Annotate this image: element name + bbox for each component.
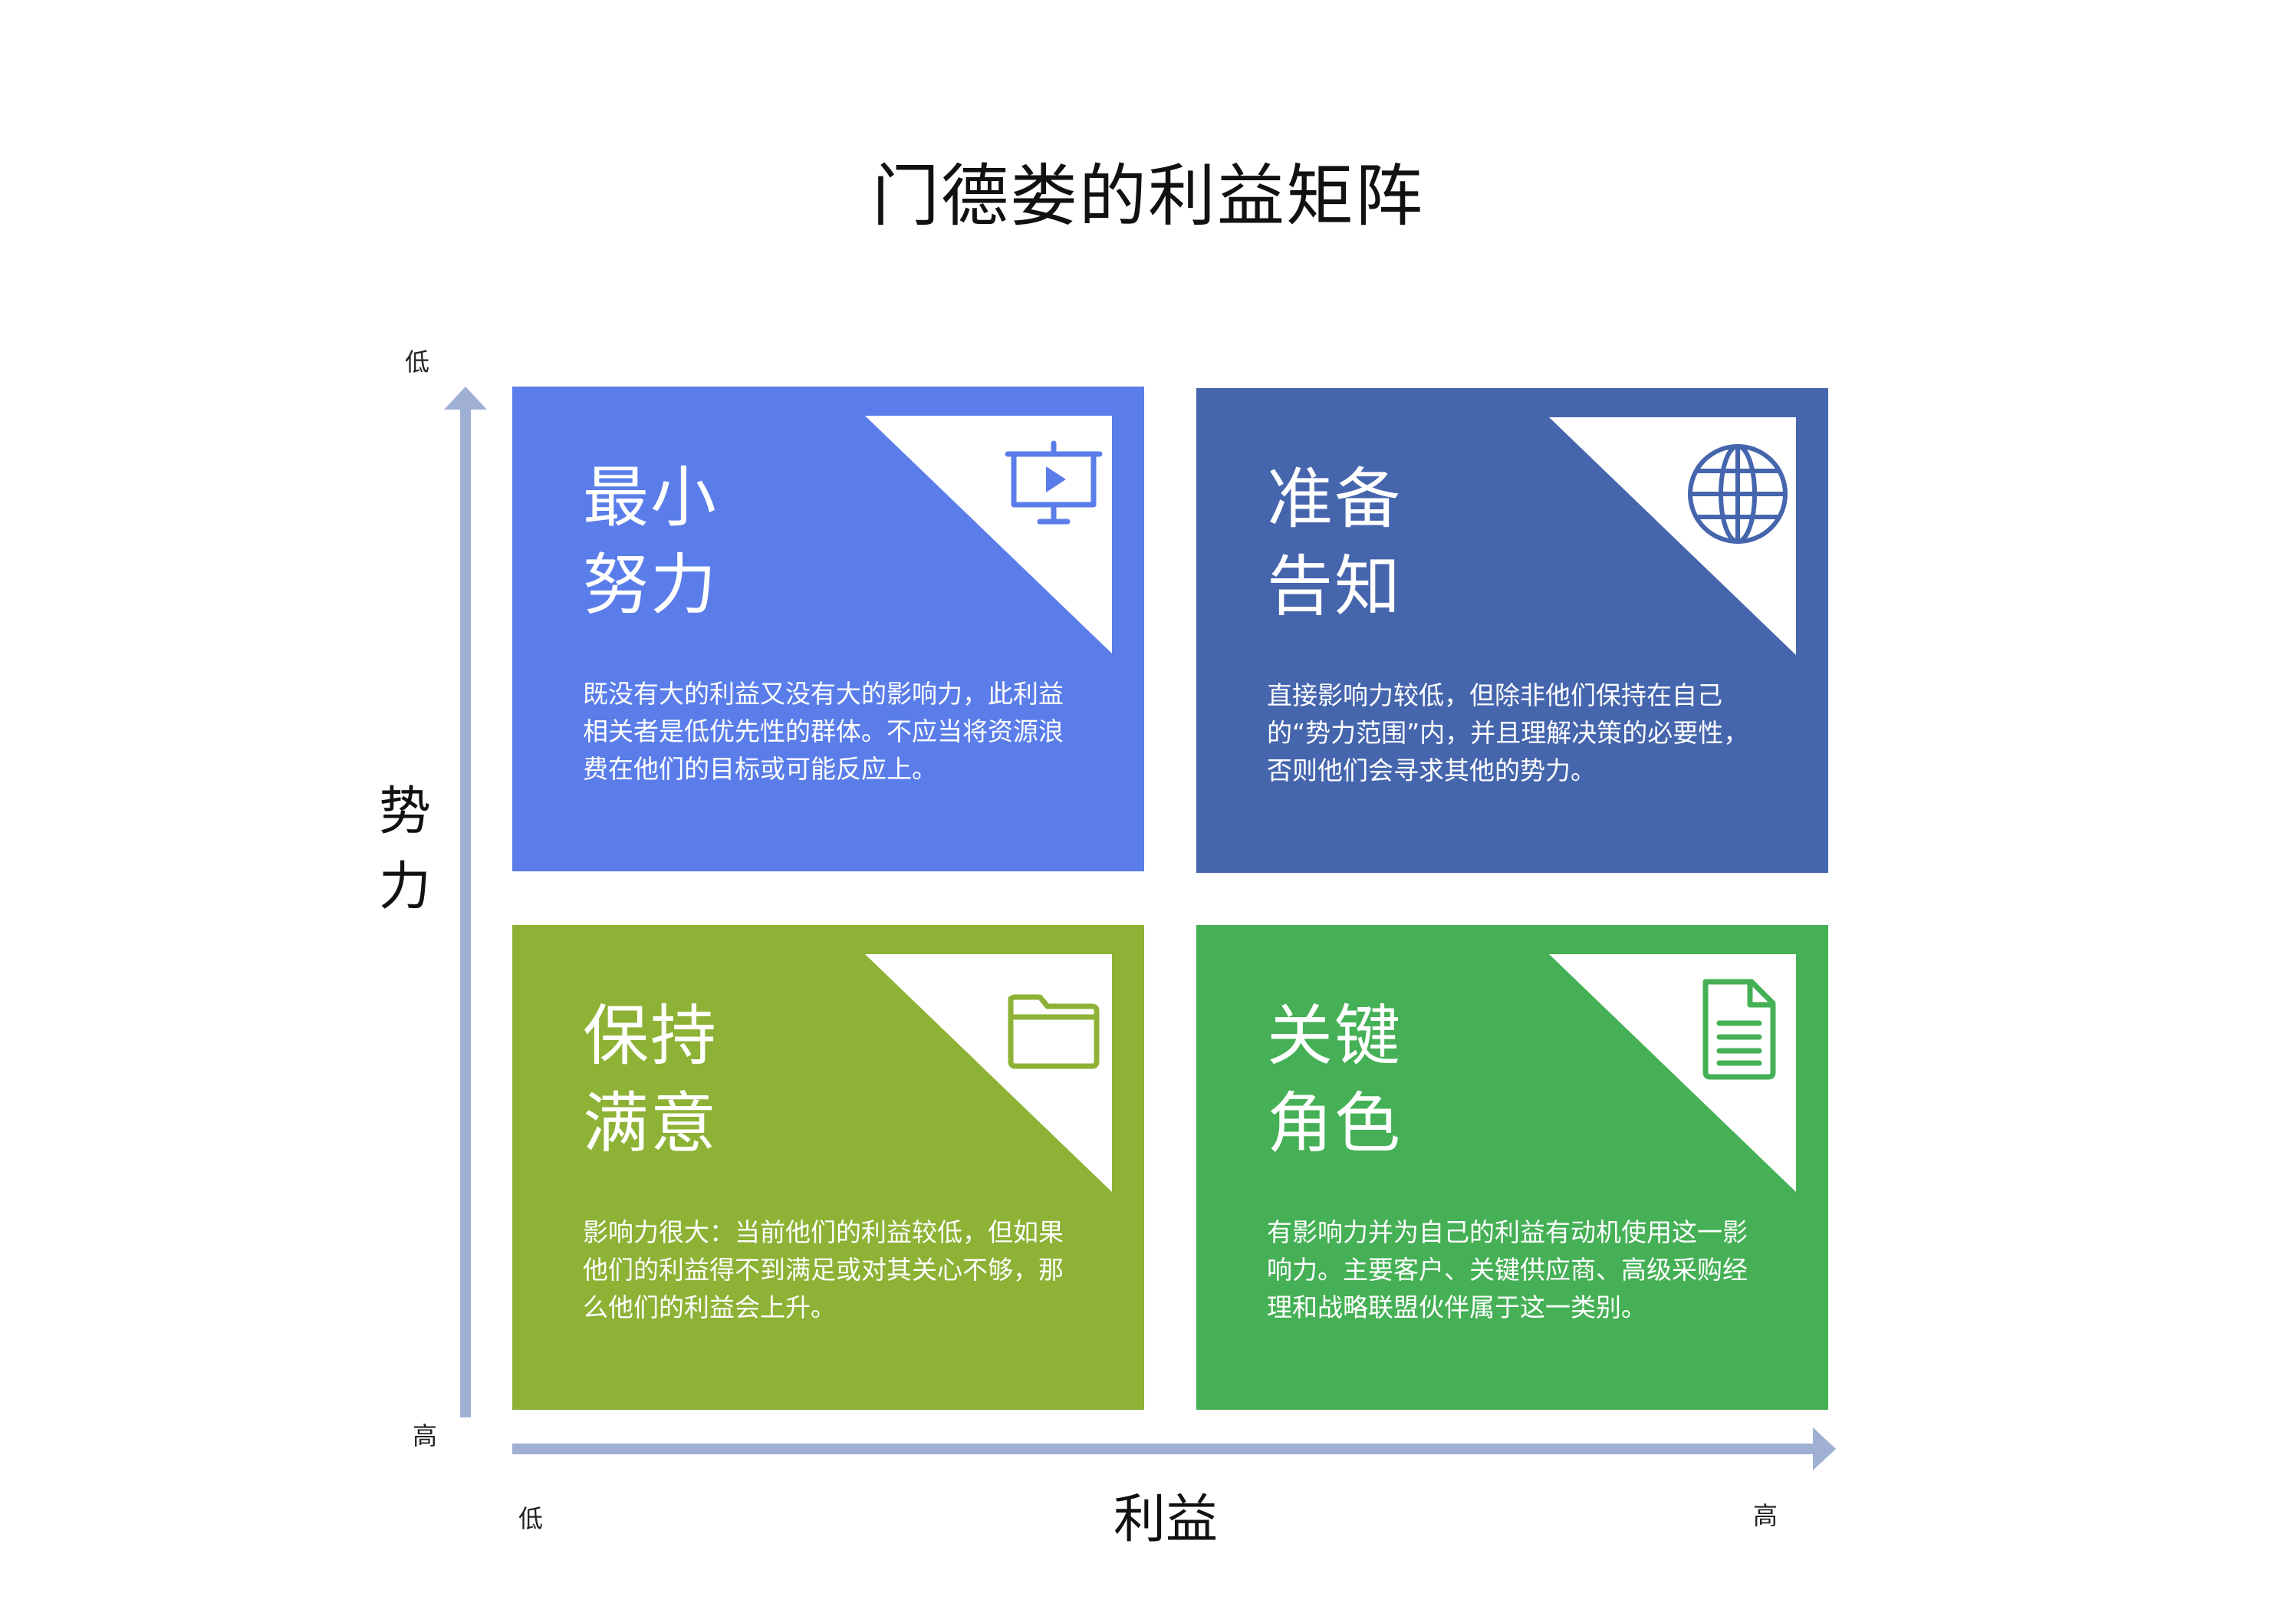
x-axis-title: 利益 [1113,1490,1218,1550]
x-axis-line [512,1444,1816,1454]
quadrant-description: 有影响力并为自己的利益有动机使用这一影响力。主要客户、关键供应商、高级采购经理和… [1267,1217,1748,1322]
quadrant-heading-line: 最小 [583,459,718,536]
page-title: 门德娄的利益矩阵 [871,156,1424,235]
document-icon [1684,976,1791,1083]
quadrant-heading: 最小 努力 [583,454,859,629]
quadrant-heading-line: 满意 [583,1085,718,1162]
y-axis-title: 势 力 [374,775,436,925]
y-axis-bottom-label: 高 [413,1421,438,1450]
quadrant-heading: 准备 告知 [1267,456,1543,630]
quadrant-description: 直接影响力较低，但除非他们保持在自己的“势力范围”内，并且理解决策的必要性，否则… [1267,680,1749,785]
quadrant-keep-informed: 准备 告知 直接影响力较低，但除非他们保持在自己的“势力范围”内，并且理解决策的… [1196,388,1828,873]
quadrant-keep-satisfied: 保持 满意 影响力很大：当前他们的利益较低，但如果他们的利益得不到满足或对其关心… [512,925,1144,1410]
presentation-board-icon [1000,437,1107,545]
quadrant-heading: 关键 角色 [1267,993,1543,1167]
quadrant-description: 既没有大的利益又没有大的影响力，此利益相关者是低优先性的群体。不应当将资源浪费在… [583,679,1064,784]
x-axis-arrowhead [1813,1427,1836,1470]
quadrant-heading-line: 关键 [1267,998,1402,1075]
y-axis-top-label: 低 [405,347,430,377]
quadrant-heading-line: 告知 [1267,548,1402,625]
quadrant-heading-line: 保持 [583,998,718,1075]
y-axis-title-char: 力 [378,857,431,917]
y-axis-line [460,407,471,1417]
quadrant-heading: 保持 满意 [583,993,859,1167]
folder-icon [1000,976,1107,1083]
quadrant-key-players: 关键 角色 有影响力并为自己的利益有动机使用这一影响力。主要客户、关键供应商、高… [1196,925,1828,1410]
y-axis-arrowhead [444,387,487,410]
globe-icon [1684,439,1791,546]
y-axis-title-char: 势 [378,782,431,842]
x-axis-left-label: 低 [518,1504,544,1533]
quadrant-heading-line: 角色 [1267,1085,1402,1162]
quadrant-heading-line: 努力 [583,547,718,624]
quadrant-description: 影响力很大：当前他们的利益较低，但如果他们的利益得不到满足或对其关心不够，那么他… [583,1217,1064,1322]
quadrant-minimal-effort: 最小 努力 既没有大的利益又没有大的影响力，此利益相关者是低优先性的群体。不应当… [512,387,1144,871]
quadrant-heading-line: 准备 [1267,461,1402,538]
x-axis-right-label: 高 [1753,1501,1778,1530]
